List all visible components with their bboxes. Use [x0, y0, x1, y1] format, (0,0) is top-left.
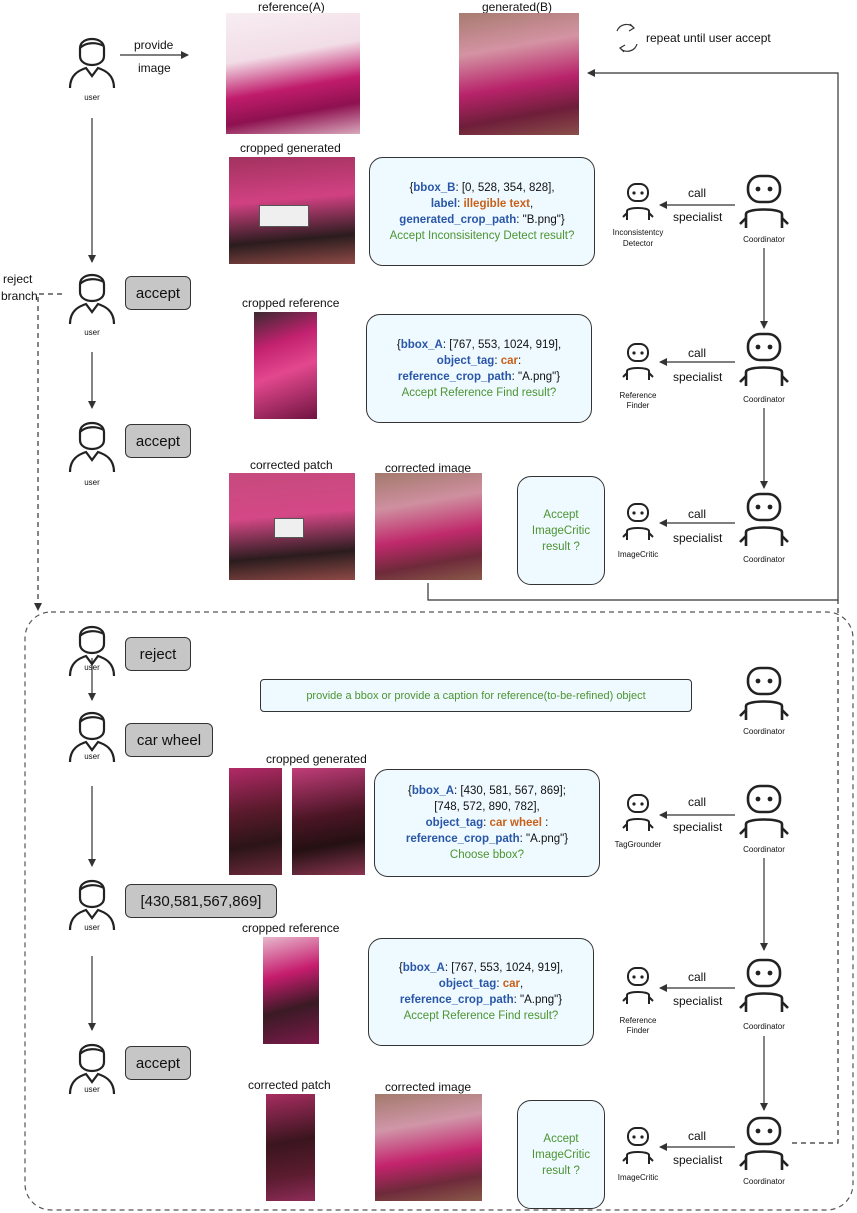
call-label: call — [688, 346, 707, 360]
reject-branch-label: branch — [1, 289, 38, 303]
coordinator-robot-icon — [738, 664, 790, 722]
corrected-patch-label: corrected patch — [250, 458, 333, 472]
corrected-image — [375, 1094, 482, 1201]
tag-grounder-card: {bbox_A: [430, 581, 567, 869]; [748, 572… — [374, 769, 600, 877]
coordinator-robot-icon — [738, 956, 790, 1014]
call-label: call — [688, 795, 707, 809]
coordinator-robot-icon — [738, 490, 790, 548]
imagecritic-label: ImageCritic — [617, 550, 659, 559]
repeat-label: repeat until user accept — [646, 31, 771, 45]
cropped-generated-image-2 — [292, 768, 365, 875]
reference-finder-label: Reference — [619, 1016, 657, 1025]
call-label: call — [688, 970, 707, 984]
call-label: call — [688, 507, 707, 521]
specialist-label: specialist — [673, 820, 723, 834]
coordinator-robot-icon — [738, 330, 790, 388]
taggrounder-robot-icon — [622, 793, 654, 833]
specialist-label: specialist — [673, 370, 723, 384]
generated-b-label: generated(B) — [482, 0, 553, 14]
coordinator-label: Coordinator — [743, 1022, 785, 1031]
specialist-label: specialist — [673, 531, 723, 545]
user-icon — [66, 28, 118, 98]
corrected-image-label: corrected image — [385, 461, 472, 475]
coordinator-robot-icon — [738, 1114, 790, 1172]
imagecritic-card: Accept ImageCritic result ? — [517, 476, 605, 585]
car-wheel-button[interactable]: car wheel — [125, 723, 213, 757]
call-label: call — [688, 1129, 707, 1143]
accept-button[interactable]: accept — [125, 424, 191, 458]
reference-find-card: {bbox_A: [767, 553, 1024, 919], object_t… — [366, 314, 592, 423]
inconsistency-detector-label: Inconsistentcy — [612, 228, 664, 237]
reference-finder-label: Finder — [626, 1026, 650, 1035]
reference-finder-robot-icon — [622, 342, 654, 382]
specialist-label: specialist — [673, 210, 723, 224]
cropped-reference-image — [263, 937, 319, 1044]
user-icon — [66, 870, 118, 932]
cropped-reference-image — [254, 312, 317, 419]
image-label: image — [138, 61, 171, 75]
user-label: user — [84, 752, 100, 761]
reference-find-card: {bbox_A: [767, 553, 1024, 919], object_t… — [368, 938, 594, 1046]
specialist-label: specialist — [673, 994, 723, 1008]
imagecritic-robot-icon — [622, 502, 654, 542]
cropped-generated-image-1 — [229, 768, 282, 875]
generated-car-image — [459, 13, 579, 135]
coordinator-label: Coordinator — [743, 555, 785, 564]
cropped-generated-image — [229, 157, 355, 264]
user-label: user — [84, 923, 100, 932]
user-icon — [66, 616, 118, 678]
coordinator-label: Coordinator — [743, 395, 785, 404]
coordinator-robot-icon — [738, 172, 790, 230]
corrected-patch-label: corrected patch — [248, 1078, 331, 1092]
coordinator-label: Coordinator — [743, 1177, 785, 1186]
accept-button[interactable]: accept — [125, 276, 191, 310]
accept-button[interactable]: accept — [125, 1046, 191, 1080]
cropped-generated-label: cropped generated — [266, 752, 367, 766]
cropped-reference-label: cropped reference — [242, 296, 340, 310]
bbox-response-button[interactable]: [430,581,567,869] — [125, 884, 277, 918]
taggrounder-label: TagGrounder — [614, 840, 662, 849]
cropped-reference-label: cropped reference — [242, 921, 340, 935]
reference-finder-label: Reference — [619, 391, 657, 400]
reference-finder-label: Finder — [626, 401, 650, 410]
user-label: user — [84, 328, 100, 337]
imagecritic-card: Accept ImageCritic result ? — [517, 1100, 605, 1209]
coordinator-label: Coordinator — [743, 727, 785, 736]
corrected-image — [375, 473, 482, 580]
user-label: user — [84, 93, 100, 102]
reference-car-image — [226, 13, 360, 134]
user-label: user — [84, 1085, 100, 1094]
coordinator-label: Coordinator — [743, 845, 785, 854]
user-label: user — [84, 663, 100, 672]
coordinator-label: Coordinator — [743, 235, 785, 244]
corrected-patch-image — [266, 1094, 315, 1201]
corrected-patch-image — [229, 473, 355, 580]
imagecritic-robot-icon — [622, 1126, 654, 1166]
user-icon — [66, 1034, 118, 1096]
inconsistency-detect-card: {bbox_B: [0, 528, 354, 828], label: ille… — [369, 157, 595, 266]
cropped-generated-label: cropped generated — [240, 141, 341, 155]
coordinator-robot-icon — [738, 782, 790, 840]
reject-branch-label: reject — [3, 272, 33, 286]
corrected-image-label: corrected image — [385, 1080, 472, 1094]
reference-a-label: reference(A) — [258, 0, 325, 14]
specialist-label: specialist — [673, 1153, 723, 1167]
bbox-prompt-box: provide a bbox or provide a caption for … — [260, 679, 692, 712]
user-icon — [66, 412, 118, 474]
provide-label: provide — [134, 38, 174, 52]
user-label: user — [84, 478, 100, 487]
call-label: call — [688, 186, 707, 200]
imagecritic-label: ImageCritic — [617, 1173, 659, 1182]
user-icon — [66, 264, 118, 326]
reference-finder-robot-icon — [622, 966, 654, 1006]
inconsistency-detector-label: Detector — [622, 239, 654, 248]
inconsistency-detector-robot-icon — [622, 182, 654, 222]
user-icon — [66, 702, 118, 764]
reject-button[interactable]: reject — [125, 637, 191, 671]
repeat-icon — [616, 23, 638, 53]
